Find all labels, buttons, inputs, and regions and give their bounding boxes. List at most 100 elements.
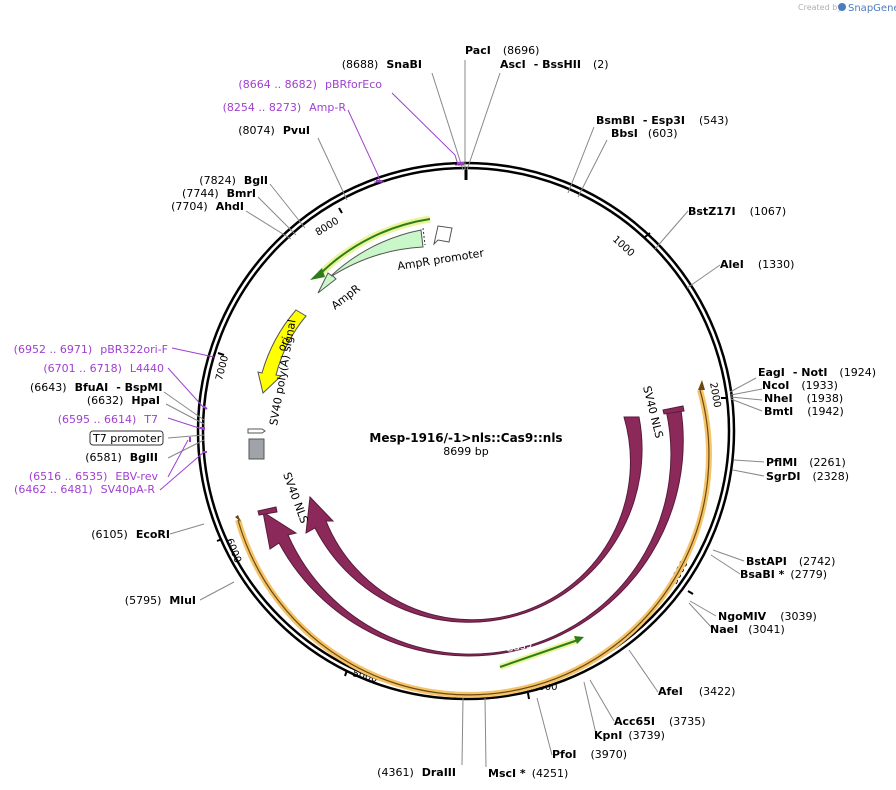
site-bsshii-name: - BssHII: [534, 58, 581, 71]
site-snabi-position: (8688): [342, 58, 379, 71]
site-naei-name: NaeI: [710, 623, 738, 636]
svg-text:(6643)BfuAI- BspMI: (6643)BfuAI- BspMI: [30, 381, 162, 394]
primer-pbrforeco-name: pBRforEco: [325, 78, 382, 91]
feature-sv40-nls-right[interactable]: [662, 405, 685, 415]
svg-text:(8074)PvuI: (8074)PvuI: [238, 124, 310, 137]
feature-top-green-arrow[interactable]: [310, 215, 431, 280]
svg-text:AfeI(3422): AfeI(3422): [658, 685, 735, 698]
site-bglii[interactable]: (6581)BglII: [85, 451, 158, 464]
primer-t7[interactable]: (6595 .. 6614)T7: [58, 413, 158, 426]
tick-8000: 8000: [314, 216, 341, 239]
site-eagi-noti[interactable]: EagI- NotI(1924): [758, 366, 876, 379]
feature-bottom-green-arrow[interactable]: [499, 636, 584, 670]
site-ncoi[interactable]: NcoI(1933): [762, 379, 838, 392]
site-afei-position: (3422): [699, 685, 736, 698]
svg-text:(8688)SnaBI: (8688) SnaBI: [342, 58, 422, 71]
site-snabi[interactable]: (8688) SnaBI: [342, 58, 422, 71]
feature-ampr-promoter[interactable]: [422, 225, 453, 246]
site-pvui-name: PvuI: [283, 124, 310, 137]
primer-pbr322ori[interactable]: (6952 .. 6971)pBR322ori-F: [14, 343, 168, 356]
site-asci-bsshii[interactable]: AscI- BssHII(2): [500, 58, 609, 71]
primer-pbrforeco[interactable]: (8664 .. 8682)pBRforEco: [238, 78, 382, 91]
site-pfoi[interactable]: PfoI(3970): [552, 748, 627, 761]
svg-text:NcoI(1933): NcoI(1933): [762, 379, 838, 392]
primer-ebvrev[interactable]: (6516 .. 6535)EBV-rev: [29, 470, 159, 483]
site-alei[interactable]: AleI(1330): [720, 258, 794, 271]
site-pflmi-name: PflMI: [766, 456, 797, 469]
feature-sv40-polya[interactable]: [247, 428, 266, 460]
site-ahdi[interactable]: (7704)AhdI: [171, 200, 244, 213]
site-msci[interactable]: MscI *(4251): [488, 767, 568, 780]
site-bstapi[interactable]: BstAPI(2742): [746, 555, 835, 568]
site-bmri-position: (7744): [182, 187, 219, 200]
site-bmti[interactable]: BmtI(1942): [764, 405, 844, 418]
primer-pbr322ori-range: (6952 .. 6971): [14, 343, 93, 356]
site-bglii-name: BglII: [130, 451, 158, 464]
site-pvui[interactable]: (8074)PvuI: [238, 124, 310, 137]
site-eagi-name: EagI: [758, 366, 785, 379]
site-ahdi-name: AhdI: [216, 200, 244, 213]
svg-text:(7824)BglI: (7824)BglI: [199, 174, 268, 187]
svg-text:SgrDI(2328): SgrDI(2328): [766, 470, 849, 483]
site-snabi-name: SnaBI: [386, 58, 422, 71]
site-ngomiv-name: NgoMIV: [718, 610, 767, 623]
site-bgli[interactable]: (7824)BglI: [199, 174, 268, 187]
site-hpai[interactable]: (6632)HpaI: [87, 394, 160, 407]
site-bbsi-position: (603): [648, 127, 678, 140]
primer-t7-range: (6595 .. 6614): [58, 413, 137, 426]
site-sgrdi[interactable]: SgrDI(2328): [766, 470, 849, 483]
svg-text:(7744)BmrI: (7744) BmrI: [182, 187, 256, 200]
svg-text:(6105)EcoRI: (6105)EcoRI: [91, 528, 170, 541]
site-noti-name: - NotI: [793, 366, 828, 379]
site-esp3i-name: - Esp3I: [643, 114, 685, 127]
site-bbsi[interactable]: BbsI (603): [611, 127, 678, 140]
site-bmri-name: BmrI: [227, 187, 256, 200]
site-nhei[interactable]: NheI(1938): [764, 392, 843, 405]
svg-text:BsaBI *(2779): BsaBI *(2779): [740, 568, 827, 581]
svg-text:BstAPI(2742): BstAPI(2742): [746, 555, 835, 568]
site-bstapi-name: BstAPI: [746, 555, 787, 568]
feature-cas9-inner[interactable]: [305, 416, 643, 623]
site-bbsi-name: BbsI: [611, 127, 638, 140]
site-kpni[interactable]: KpnI(3739): [594, 729, 665, 742]
site-naei[interactable]: NaeI(3041): [710, 623, 785, 636]
site-bstz17i[interactable]: BstZ17I(1067): [688, 205, 786, 218]
svg-text:AleI(1330): AleI(1330): [720, 258, 794, 271]
site-afei[interactable]: AfeI(3422): [658, 685, 735, 698]
primer-ampr[interactable]: (8254 .. 8273)Amp-R: [223, 101, 347, 114]
svg-text:EagI- NotI(1924): EagI- NotI(1924): [758, 366, 876, 379]
primer-sv40pa[interactable]: (6462 .. 6481)SV40pA-R: [14, 483, 155, 496]
site-draiii[interactable]: (4361)DraIII: [377, 766, 456, 779]
feature-ampr[interactable]: [317, 229, 424, 294]
feature-ori[interactable]: [257, 309, 307, 394]
site-mlui[interactable]: (5795)MluI: [125, 594, 196, 607]
svg-text:PflMI(2261): PflMI(2261): [766, 456, 846, 469]
site-bmri[interactable]: (7744) BmrI: [182, 187, 256, 200]
svg-text:(5795)MluI: (5795)MluI: [125, 594, 196, 607]
label-sv40-nls-left: SV40 NLS: [280, 471, 310, 526]
site-sgrdi-name: SgrDI: [766, 470, 800, 483]
svg-text:BbsI(603): BbsI (603): [611, 127, 678, 140]
t7-promoter-box[interactable]: T7 promoter: [89, 430, 164, 446]
feature-sv40-nls-left[interactable]: [257, 506, 278, 516]
feature-outer-highlight[interactable]: [235, 380, 712, 698]
site-bspmi-name: - BspMI: [116, 381, 162, 394]
site-bgli-position: (7824): [199, 174, 236, 187]
site-ngomiv[interactable]: NgoMIV(3039): [718, 610, 817, 623]
site-ecori[interactable]: (6105)EcoRI: [91, 528, 170, 541]
site-acc65i-position: (3735): [669, 715, 706, 728]
site-acc65i[interactable]: Acc65I(3735): [614, 715, 706, 728]
svg-text:(6595 .. 6614)T7: (6595 .. 6614)T7: [58, 413, 158, 426]
primer-l4440[interactable]: (6701 .. 6718)L4440: [43, 362, 164, 375]
site-pflmi[interactable]: PflMI(2261): [766, 456, 846, 469]
svg-text:PacI(8696): PacI(8696): [465, 44, 539, 57]
site-bfuai-bspmi[interactable]: (6643)BfuAI- BspMI: [30, 381, 162, 394]
site-bsmbi-esp3i[interactable]: BsmBI- Esp3I(543): [596, 114, 729, 127]
site-ncoi-name: NcoI: [762, 379, 789, 392]
svg-text:(6701 .. 6718)L4440: (6701 .. 6718)L4440: [43, 362, 164, 375]
site-paci[interactable]: PacI(8696): [465, 44, 539, 57]
site-bsabi[interactable]: BsaBI *(2779): [740, 568, 827, 581]
site-nhei-position: (1938): [807, 392, 844, 405]
